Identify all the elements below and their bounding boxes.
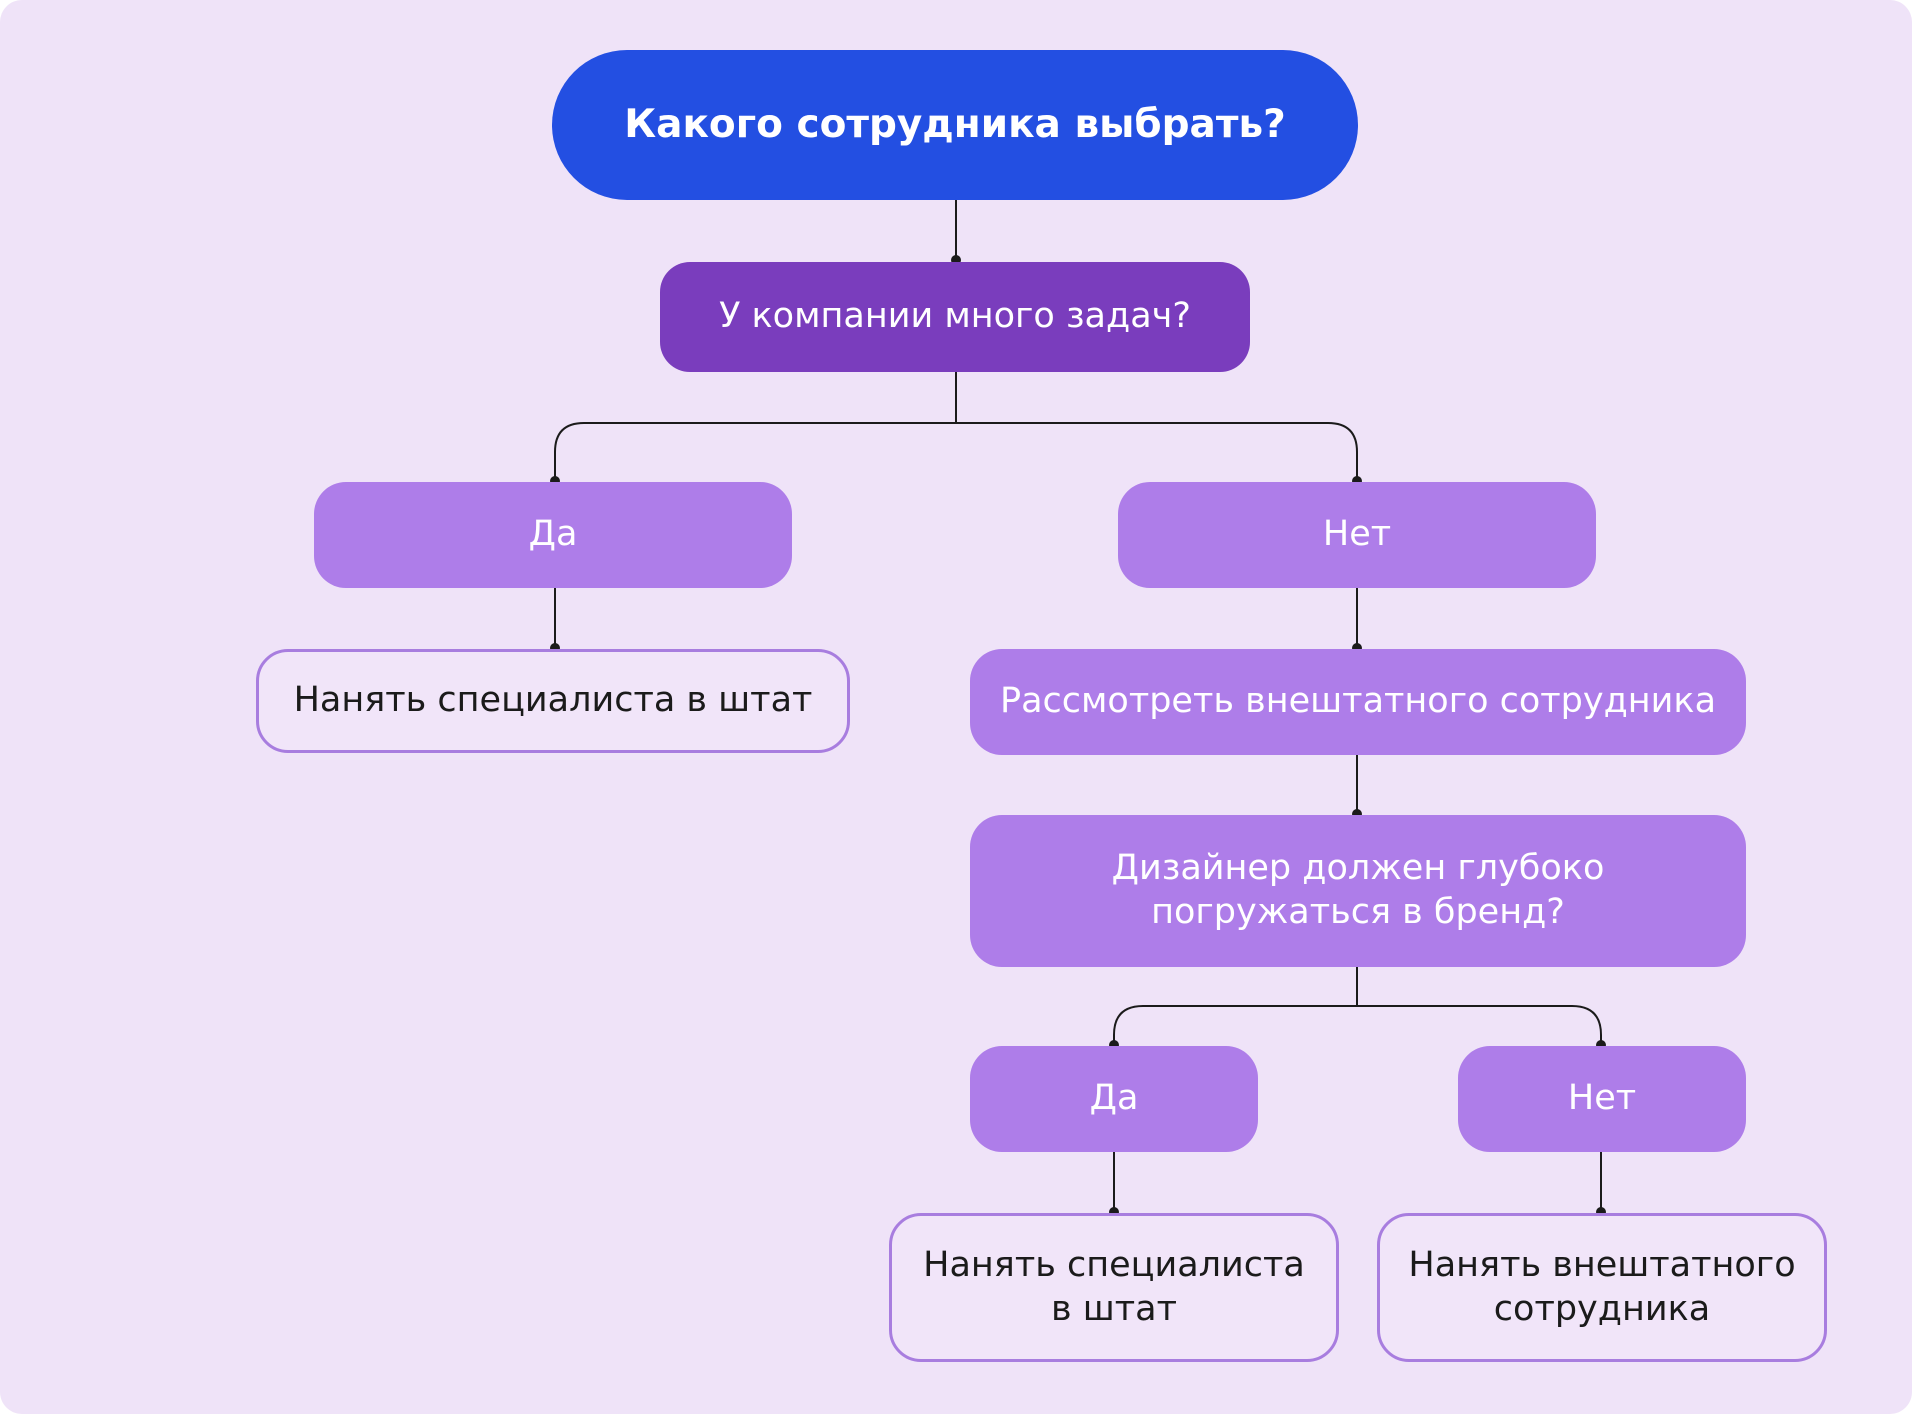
- hire-staff-outcome-node: Нанять специалиста в штат: [256, 649, 850, 753]
- hire-staff-outcome-2-line1: Нанять специалиста: [923, 1244, 1305, 1285]
- many-tasks-question-node: У компании много задач?: [660, 262, 1250, 372]
- hire-staff-outcome-2-line2: в штат: [1050, 1288, 1177, 1329]
- no-branch-node: Нет: [1118, 482, 1596, 588]
- designer-question-text: Дизайнер должен глубоко погружаться в бр…: [1112, 847, 1605, 935]
- designer-question-line2: погружаться в бренд?: [1151, 892, 1565, 932]
- root-question-node: Какого сотрудника выбрать?: [552, 50, 1358, 200]
- designer-immersion-question-node: Дизайнер должен глубоко погружаться в бр…: [970, 815, 1746, 967]
- connector-question-branches: [554, 372, 1358, 480]
- no-branch-label: Нет: [1322, 514, 1392, 555]
- consider-freelance-label: Рассмотреть внештатного сотрудника: [999, 681, 1717, 722]
- hire-freelance-outcome-node: Нанять внештатного сотрудника: [1377, 1213, 1827, 1362]
- yes-branch-label: Да: [528, 514, 578, 555]
- many-tasks-question-label: У компании много задач?: [719, 296, 1191, 337]
- sub-yes-branch-node: Да: [970, 1046, 1258, 1152]
- root-question-label: Какого сотрудника выбрать?: [624, 101, 1286, 147]
- sub-yes-branch-label: Да: [1089, 1078, 1139, 1119]
- consider-freelance-node: Рассмотреть внештатного сотрудника: [970, 649, 1746, 755]
- hire-staff-outcome-label: Нанять специалиста в штат: [293, 680, 813, 721]
- hire-freelance-outcome-line1: Нанять внештатного: [1408, 1244, 1796, 1285]
- sub-no-branch-label: Нет: [1567, 1078, 1637, 1119]
- yes-branch-node: Да: [314, 482, 792, 588]
- connector-designer-branches: [1113, 967, 1602, 1044]
- sub-no-branch-node: Нет: [1458, 1046, 1746, 1152]
- hire-staff-outcome-2-node: Нанять специалиста в штат: [889, 1213, 1339, 1362]
- designer-question-line1: Дизайнер должен глубоко: [1111, 848, 1605, 889]
- hire-freelance-outcome-line2: сотрудника: [1493, 1288, 1711, 1329]
- hire-freelance-outcome-text: Нанять внештатного сотрудника: [1408, 1244, 1795, 1332]
- hire-staff-outcome-2-text: Нанять специалиста в штат: [923, 1244, 1305, 1332]
